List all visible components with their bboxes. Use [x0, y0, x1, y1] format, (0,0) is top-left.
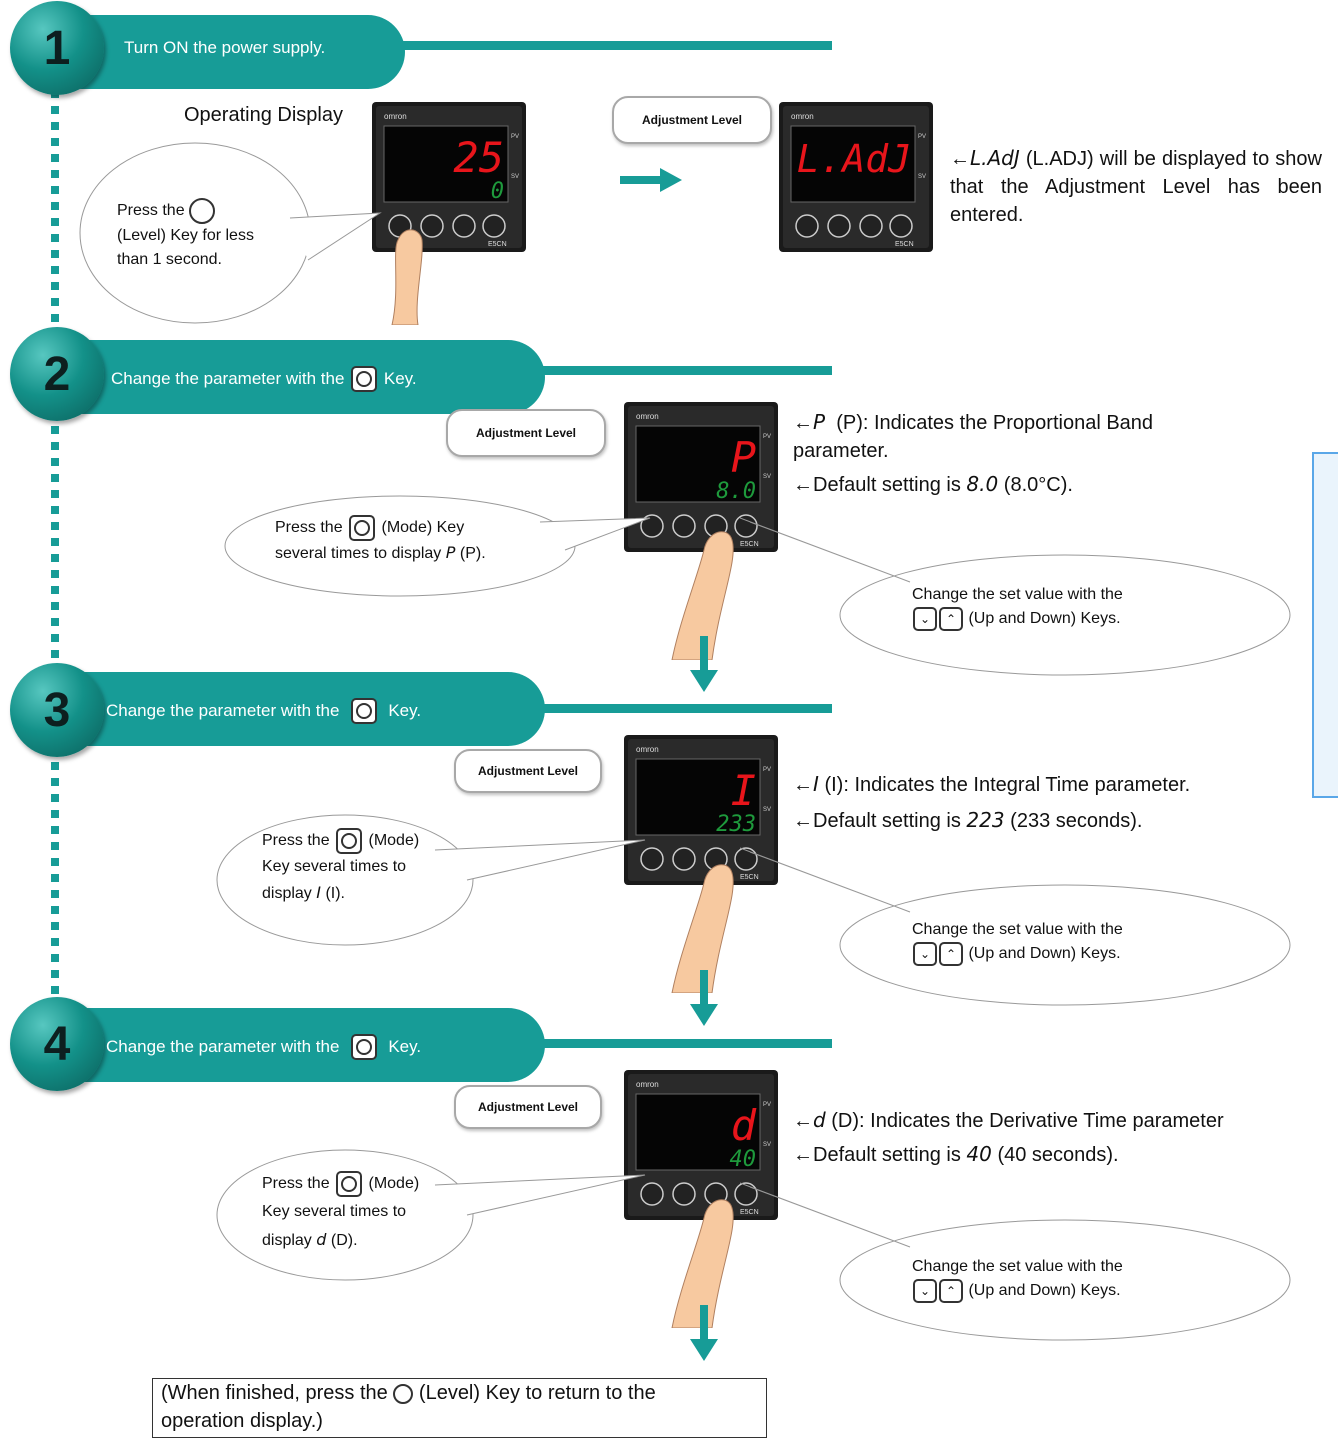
svg-text:SV: SV	[763, 474, 771, 480]
step-3-number: 3	[10, 663, 104, 757]
device-pv-label: PV	[511, 134, 519, 140]
step-2-number: 2	[10, 327, 104, 421]
step-2-banner	[60, 340, 545, 414]
svg-text:233: 233	[716, 812, 756, 837]
side-note-panel	[1312, 452, 1338, 798]
adjustment-level-badge-1: Adjustment Level	[612, 96, 772, 144]
step-1-number: 1	[10, 1, 104, 95]
arrow-down-2	[690, 970, 718, 1026]
svg-text:SV: SV	[763, 807, 771, 813]
svg-text:L.AdJ: L.AdJ	[797, 137, 911, 181]
finger	[391, 229, 423, 325]
step4-change-text: Change the set value with the ⌄⌃ (Up and…	[912, 1255, 1123, 1303]
step4-note-2: ←Default setting is 40 (40 seconds).	[793, 1142, 1119, 1166]
svg-text:omron: omron	[636, 745, 659, 754]
svg-text:omron: omron	[791, 112, 814, 121]
arrow-down-3	[690, 1305, 718, 1361]
controller-device-step4: omron d 40 PV SV E5CN	[624, 1070, 778, 1328]
step3-press-text: Press the (Mode) Key several times to di…	[262, 828, 482, 907]
step-3-rule	[520, 704, 832, 713]
svg-text:omron: omron	[636, 1080, 659, 1089]
step-connector	[51, 90, 59, 1070]
svg-text:PV: PV	[763, 1102, 771, 1108]
operating-display-label: Operating Display	[184, 104, 343, 126]
adjustment-level-badge-4: Adjustment Level	[454, 1085, 602, 1129]
step-4-number: 4	[10, 997, 104, 1091]
step-1-title: Turn ON the power supply.	[124, 38, 326, 57]
step-3-title: Change the parameter with the Key.	[106, 698, 421, 724]
svg-text:SV: SV	[763, 1142, 771, 1148]
arrow-right	[620, 168, 682, 192]
step3-note-2: ←Default setting is 223 (233 seconds).	[793, 808, 1143, 832]
svg-text:E5CN: E5CN	[895, 241, 914, 248]
device-brand: omron	[384, 112, 407, 121]
step4-note-1: ←d (D): Indicates the Derivative Time pa…	[793, 1108, 1224, 1132]
step2-press-text: Press the (Mode) Key several times to di…	[275, 515, 585, 566]
finish-note: (When finished, press the (Level) Key to…	[152, 1378, 767, 1438]
step1-press-text: Press the (Level) Key for less than 1 se…	[117, 198, 307, 272]
controller-device-operating: omron 25 0 PV SV E5CN	[372, 102, 526, 325]
step-3-banner	[60, 672, 545, 746]
step-1-banner	[60, 15, 405, 89]
up-key-icon: ⌃	[939, 607, 963, 631]
mode-key-icon	[351, 366, 378, 392]
step3-change-text: Change the set value with the ⌄⌃ (Up and…	[912, 918, 1123, 966]
step2-note-1: ←P (P): Indicates the Proportional Band …	[793, 410, 1154, 462]
callout-step3-press	[216, 814, 646, 946]
controller-device-adjustment: omron L.AdJ PV SV E5CN	[779, 102, 933, 252]
device-keys	[388, 214, 506, 238]
svg-text:8.0: 8.0	[716, 479, 756, 504]
step-1-rule	[380, 41, 832, 50]
svg-text:PV: PV	[918, 134, 926, 140]
step-4-rule	[520, 1039, 832, 1048]
callout-step1	[79, 142, 382, 324]
callout-step3-change	[740, 847, 1291, 1006]
svg-text:omron: omron	[636, 412, 659, 421]
callout-step2-change	[740, 517, 1291, 676]
svg-text:P: P	[731, 433, 756, 482]
svg-text:E5CN: E5CN	[740, 541, 759, 548]
step2-note-2: ←Default setting is 8.0 (8.0°C).	[793, 472, 1073, 496]
controller-device-step2: omron P 8.0 PV SV E5CN	[624, 402, 778, 660]
level-key-icon	[189, 198, 216, 224]
controller-device-step3: omron I 233 PV SV E5CN	[624, 735, 778, 993]
svg-text:SV: SV	[918, 174, 926, 180]
step-2-rule	[520, 366, 832, 375]
step2-change-text: Change the set value with the ⌄⌃ (Up and…	[912, 583, 1123, 631]
device-sv-label: SV	[511, 174, 519, 180]
step3-note-1: ←I (I): Indicates the Integral Time para…	[793, 772, 1191, 796]
down-key-icon: ⌄	[913, 607, 937, 631]
callout-step2-press	[224, 495, 651, 597]
adjustment-level-badge-2: Adjustment Level	[446, 409, 606, 457]
svg-text:PV: PV	[763, 434, 771, 440]
step-2-title: Change the parameter with the Key.	[111, 366, 417, 392]
step-4-title: Change the parameter with the Key.	[106, 1034, 421, 1060]
callout-step4-press	[216, 1149, 646, 1281]
svg-text:E5CN: E5CN	[740, 874, 759, 881]
step-4-banner	[60, 1008, 545, 1082]
step1-note: ←L.AdJ (L.ADJ) will be displayed to show…	[950, 146, 1322, 226]
svg-text:d: d	[731, 1101, 757, 1150]
svg-text:PV: PV	[763, 767, 771, 773]
svg-text:I: I	[731, 766, 756, 815]
callout-step4-change	[740, 1182, 1291, 1341]
svg-text:40: 40	[730, 1147, 757, 1172]
svg-text:E5CN: E5CN	[740, 1209, 759, 1216]
arrow-down-1	[690, 636, 718, 692]
step4-press-text: Press the (Mode) Key several times to di…	[262, 1170, 482, 1255]
device-model: E5CN	[488, 241, 507, 248]
device-sv: 0	[491, 179, 504, 204]
adjustment-level-badge-3: Adjustment Level	[454, 749, 602, 793]
device-pv: 25	[453, 133, 504, 182]
